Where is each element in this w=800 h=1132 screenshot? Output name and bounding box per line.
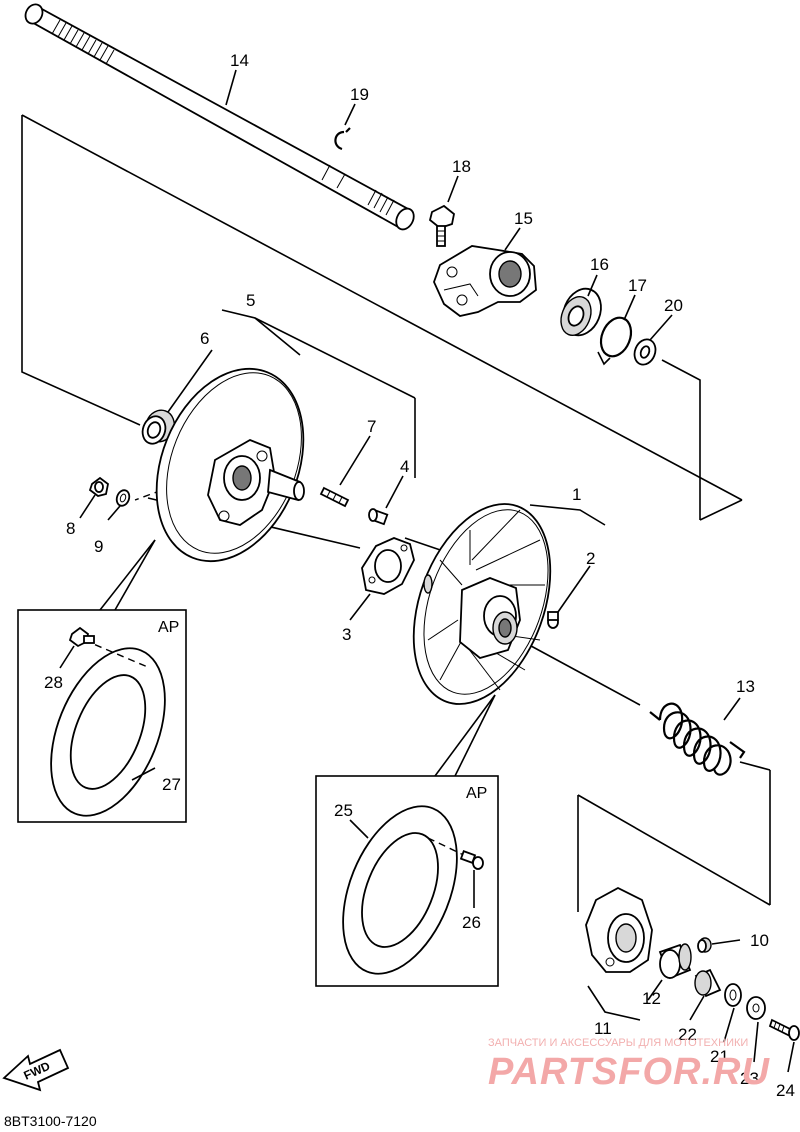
detail-box-center bbox=[315, 694, 499, 987]
bearing-housing bbox=[433, 245, 537, 317]
label-28: 28 bbox=[44, 673, 63, 692]
label-7: 7 bbox=[367, 417, 376, 436]
label-20: 20 bbox=[664, 296, 683, 315]
watermark-caption: ЗАПЧАСТИ И АКСЕССУАРЫ ДЛЯ МОТОТЕХНИКИ bbox=[488, 1037, 748, 1049]
label-17: 17 bbox=[628, 276, 647, 295]
label-8: 8 bbox=[66, 519, 75, 538]
bolt-24 bbox=[768, 1018, 800, 1041]
bearing-circlip bbox=[597, 316, 633, 366]
label-16: 16 bbox=[590, 255, 609, 274]
label-4: 4 bbox=[400, 457, 409, 476]
spring-seat bbox=[585, 886, 653, 973]
flange-bolt bbox=[428, 204, 455, 247]
label-23: 23 bbox=[740, 1069, 759, 1088]
label-18: 18 bbox=[452, 157, 471, 176]
spacer-collar bbox=[694, 968, 722, 998]
fixed-sheave bbox=[412, 503, 552, 705]
diagram-code: 8BT3100-7120 bbox=[4, 1113, 97, 1129]
small-bushing bbox=[697, 937, 712, 953]
circlip bbox=[334, 127, 351, 151]
assembly-outline-lines bbox=[21, 114, 771, 912]
label-11: 11 bbox=[594, 1019, 612, 1038]
label-26: 26 bbox=[462, 913, 481, 932]
compression-spring bbox=[649, 702, 746, 776]
label-12: 12 bbox=[642, 989, 661, 1008]
label-13: 13 bbox=[736, 677, 755, 696]
label-5: 5 bbox=[246, 291, 255, 310]
detail-box-left bbox=[17, 539, 187, 823]
label-9: 9 bbox=[94, 537, 103, 556]
label-6: 6 bbox=[200, 329, 209, 348]
label-19: 19 bbox=[350, 85, 369, 104]
washer-21 bbox=[724, 983, 742, 1007]
forward-arrow-icon: FWD bbox=[2, 1048, 70, 1092]
bolt-cam bbox=[368, 508, 389, 526]
bolt-small bbox=[88, 476, 109, 497]
part-number-labels: 14 19 18 15 16 17 20 5 6 7 4 1 2 8 9 3 1… bbox=[44, 51, 795, 1100]
sliding-sheave bbox=[155, 367, 305, 563]
detail-label-center: AP bbox=[466, 785, 487, 802]
label-24: 24 bbox=[776, 1081, 795, 1100]
label-27: 27 bbox=[162, 775, 181, 794]
drive-shaft bbox=[24, 3, 415, 231]
label-15: 15 bbox=[514, 209, 533, 228]
cam-plate bbox=[361, 537, 415, 595]
bolt-sheave bbox=[547, 611, 559, 629]
label-1: 1 bbox=[572, 485, 581, 504]
washer bbox=[633, 338, 657, 366]
label-25: 25 bbox=[334, 801, 353, 820]
bolt-26 bbox=[459, 850, 484, 870]
bushing bbox=[658, 943, 692, 980]
leader-lines bbox=[59, 69, 795, 1073]
label-14: 14 bbox=[230, 51, 249, 70]
bearing bbox=[560, 287, 602, 337]
label-21: 21 bbox=[710, 1047, 729, 1066]
label-2: 2 bbox=[586, 549, 595, 568]
collar bbox=[141, 409, 175, 445]
watermark: ЗАПЧАСТИ И АКСЕССУАРЫ ДЛЯ МОТОТЕХНИКИ PA… bbox=[488, 1037, 770, 1093]
spring-washer bbox=[115, 489, 131, 507]
watermark-brand: PARTSFOR.RU bbox=[488, 1051, 770, 1093]
washer-23 bbox=[746, 996, 766, 1020]
dowel-pin bbox=[319, 486, 350, 508]
label-22: 22 bbox=[678, 1025, 697, 1044]
label-10: 10 bbox=[750, 931, 769, 950]
bolt-28 bbox=[68, 626, 95, 648]
label-3: 3 bbox=[342, 625, 351, 644]
detail-label-left: AP bbox=[158, 619, 179, 636]
